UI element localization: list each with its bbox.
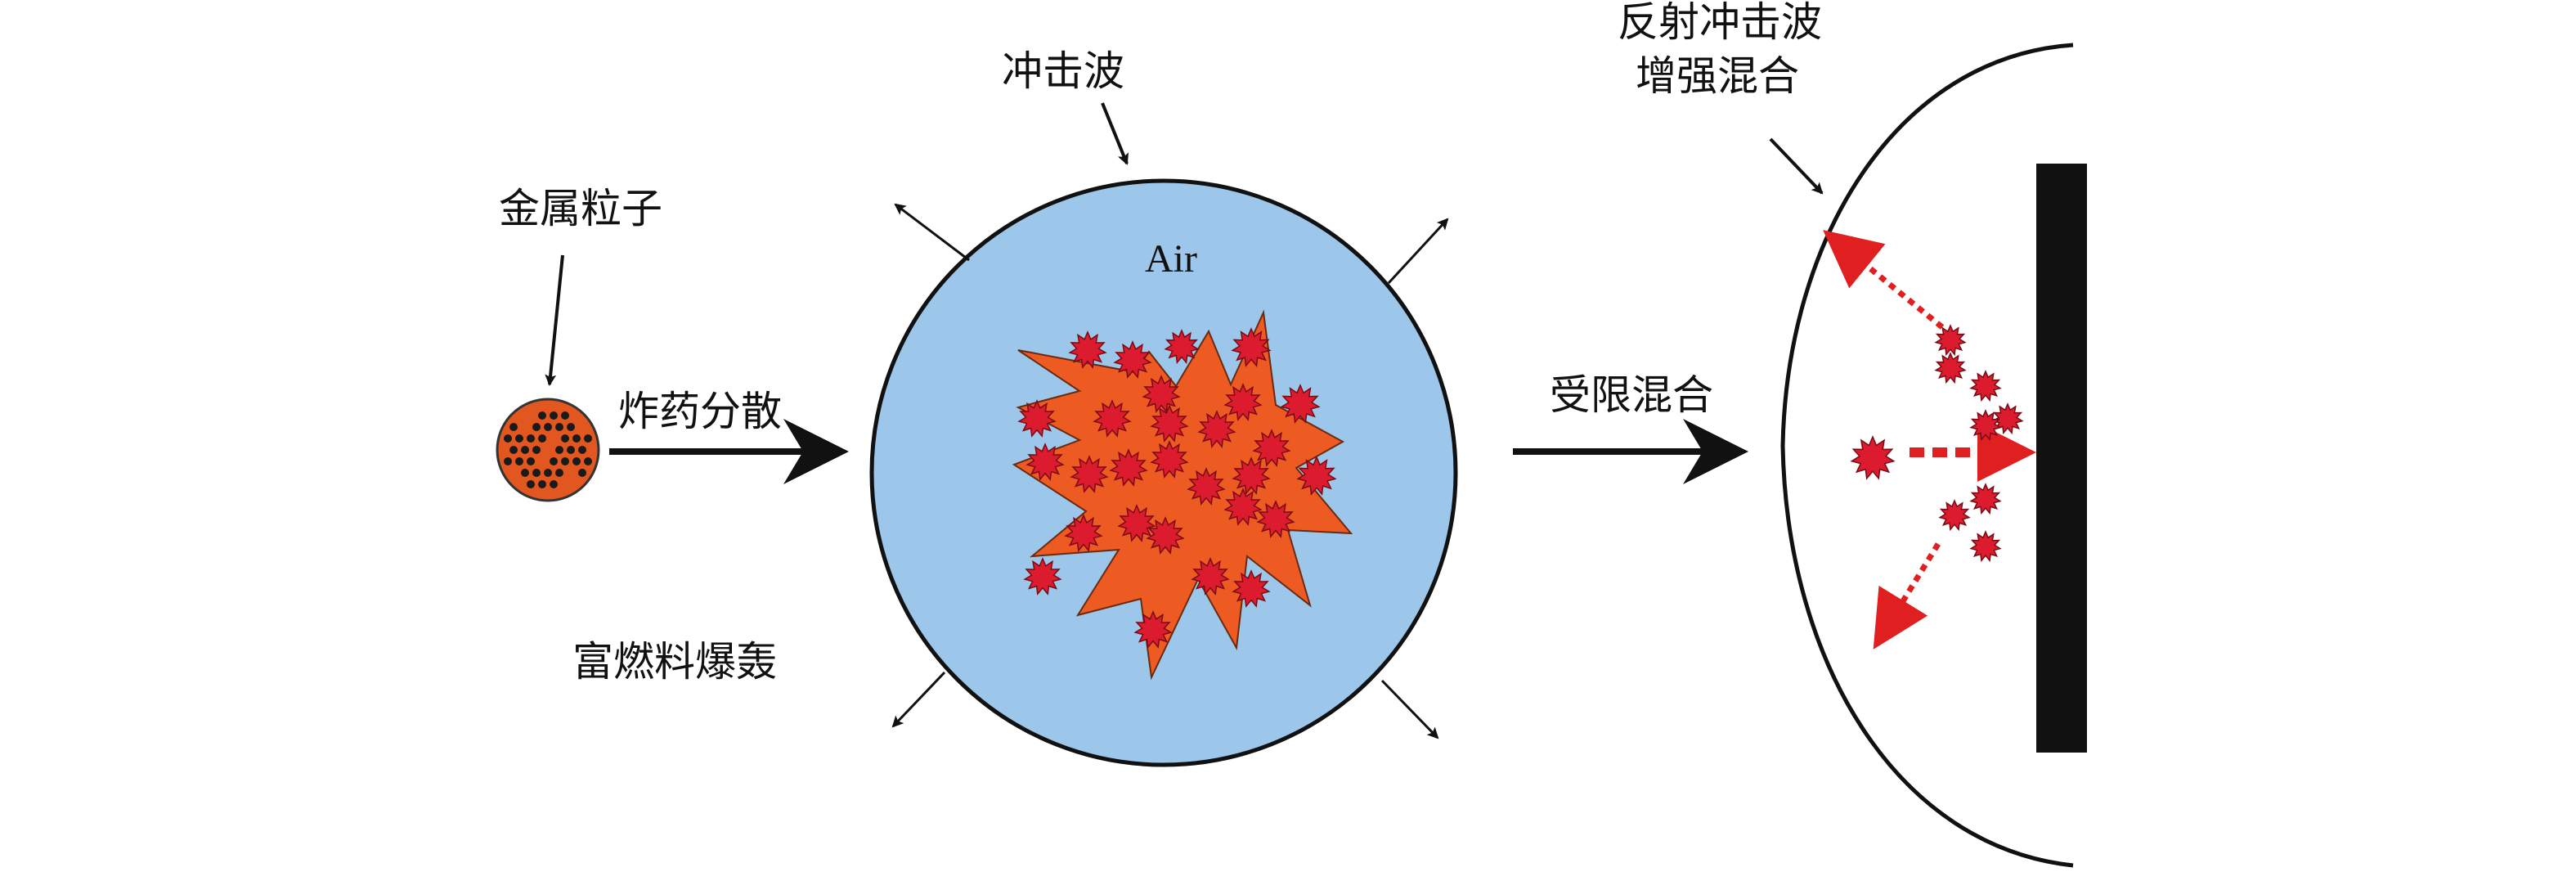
burning-particle-icon [1133,610,1173,649]
pointer-shock-wave [1101,102,1129,165]
burning-particle-icon [1256,500,1295,538]
burning-particle-icon [1223,488,1263,526]
burning-particle-icon [1280,384,1321,424]
burning-particle-icon [1023,557,1062,596]
reflect-arrow-upper [1823,230,1945,330]
burning-particle-icon [1109,448,1148,487]
label-reflected-shock-line1: 反射冲击波 [1618,0,1822,46]
pointer-metal-particles [545,254,564,386]
burning-particle-icon [1150,404,1189,443]
pointer-reflected-shock [1769,137,1824,195]
label-air: Air [1145,237,1197,281]
burning-particle-icon [1938,499,1971,532]
burning-particle-icon [1232,456,1271,495]
burning-particle-icon [1146,516,1185,555]
label-shock-wave: 冲击波 [1002,47,1124,95]
burning-particle-icon [1969,409,2002,442]
shock-arrow-lower-right [1380,679,1439,739]
label-metal-particles: 金属粒子 [499,185,662,232]
burning-particle-icon [1223,383,1263,421]
burning-particles-sphere [1017,327,1337,649]
burning-particle-icon [1093,399,1132,438]
burning-particle-icon [1068,330,1107,369]
wall-icon [2036,164,2087,753]
burning-particle-icon [1232,569,1271,608]
burning-particle-icon [1969,370,2002,402]
burning-particle-icon [1850,435,1896,480]
burning-particle-icon [1191,557,1230,596]
label-fuel-rich-detonation: 富燃料爆轰 [572,638,777,685]
fireball-icon [1012,309,1353,681]
label-reflected-shock-line2: 增强混合 [1636,52,1799,100]
burning-particle-icon [1231,327,1272,367]
shock-arrow-lower-left [891,671,946,728]
burning-particle-icon [1117,504,1156,542]
reflected-shock-front [1780,43,2074,868]
burning-particle-icon [1113,340,1152,379]
burning-particle-icon [1197,410,1236,448]
burning-particle-icon [1934,352,1967,384]
burning-particle-icon [1969,483,2002,515]
burning-particle-icon [1187,467,1226,506]
shock-arrow-upper-left [894,203,970,262]
burning-particle-icon [1017,399,1057,438]
burning-particle-icon [1969,530,2002,563]
burning-particle-icon [1991,402,2024,435]
label-confined-mixing: 受限混合 [1550,371,1713,419]
burning-particles-wall [1850,324,2024,563]
burning-particle-icon [1064,514,1103,552]
burning-particle-icon [1296,456,1337,496]
metal-particle-charge-icon [496,398,600,502]
burning-particle-icon [1252,429,1291,467]
burning-particle-icon [1142,375,1181,413]
shock-arrow-upper-right [1387,218,1449,285]
burning-particle-icon [1150,440,1189,479]
burning-particle-icon [1070,455,1109,493]
burning-particle-icon [1025,443,1065,481]
reflect-arrow-lower [1873,542,1941,650]
label-explosive-dispersal: 炸药分散 [618,388,782,435]
burning-particle-icon [1934,324,1967,357]
burning-particle-icon [1164,329,1200,365]
